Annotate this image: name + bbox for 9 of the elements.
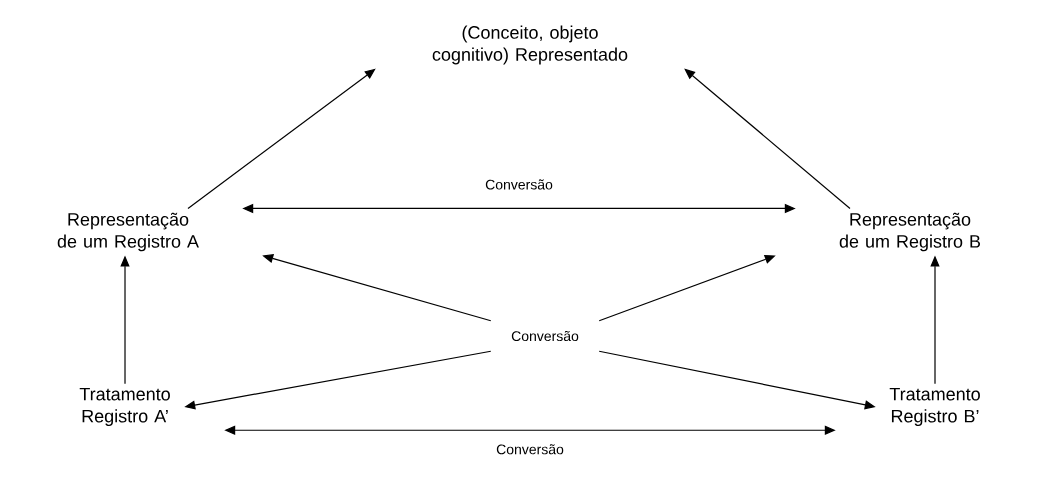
- text-label: Representação de um Registro A: [57, 212, 199, 252]
- text-label: Tratamento Registro B’: [889, 387, 980, 427]
- text-label: Tratamento Registro A’: [79, 387, 170, 427]
- arrow: [187, 68, 376, 210]
- text-label: Conversão: [511, 330, 579, 342]
- edge-label: Conversão: [495, 443, 565, 456]
- text-label: Representação de um Registro B: [839, 212, 981, 252]
- concept-text: (Conceito, objeto cognitivo) Representado: [432, 25, 628, 65]
- edge-label: Conversão: [484, 178, 554, 191]
